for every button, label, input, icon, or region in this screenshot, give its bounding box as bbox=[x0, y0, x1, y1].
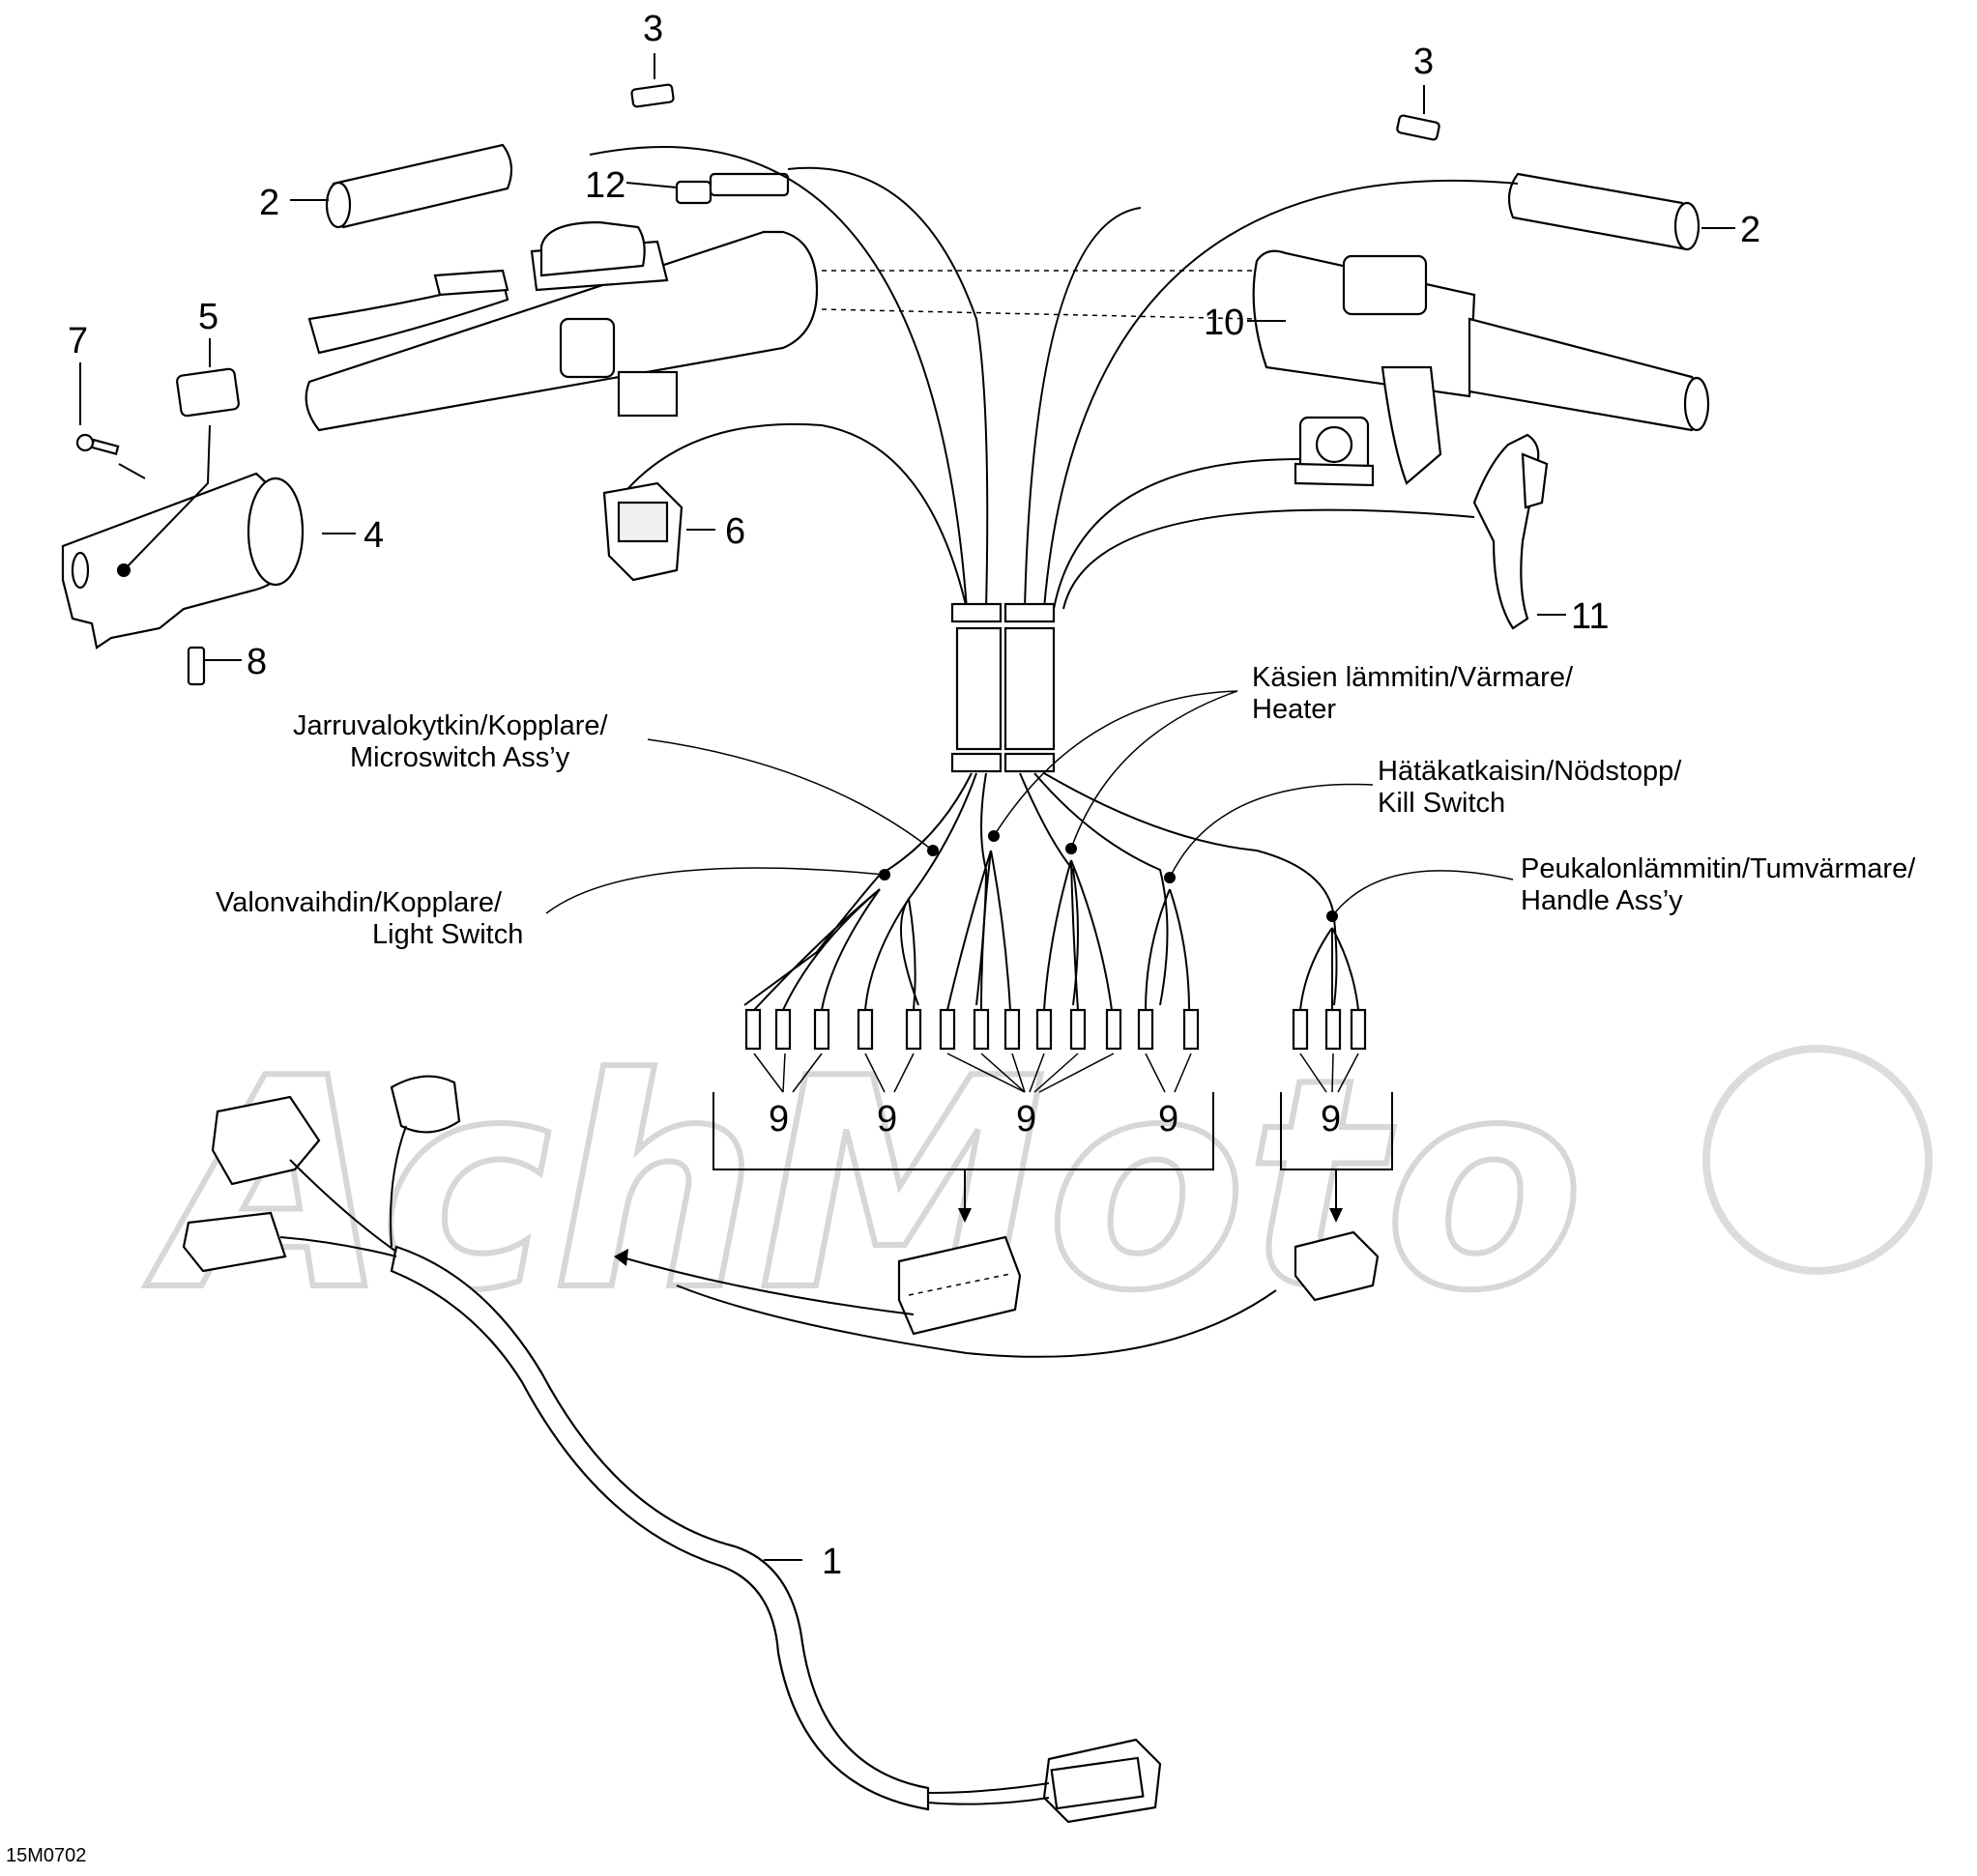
callout-9-a: 9 bbox=[769, 1099, 789, 1140]
image-code: 15M0702 bbox=[6, 1845, 86, 1866]
label-leaders bbox=[545, 690, 1514, 917]
main-harness-part-1 bbox=[182, 1075, 1162, 1824]
thumb-heater-label-line1: Peukalonlämmitin/Tumvärmare/ bbox=[1521, 853, 1916, 884]
left-pin-part bbox=[630, 83, 675, 108]
breakout-wires bbox=[743, 772, 1359, 1011]
heater-label-line1: Käsien lämmitin/Värmare/ bbox=[1252, 662, 1574, 693]
microswitch-label-line1: Jarruvalokytkin/Kopplare/ bbox=[293, 710, 609, 741]
callout-6: 6 bbox=[725, 511, 745, 552]
connector-part-6 bbox=[602, 422, 968, 610]
kill-switch-label-line2: Kill Switch bbox=[1378, 788, 1505, 819]
label-part-5 bbox=[176, 367, 240, 418]
heater-label-line2: Heater bbox=[1252, 694, 1336, 725]
callout-3-left: 3 bbox=[643, 9, 663, 49]
callout-9-c: 9 bbox=[1016, 1099, 1036, 1140]
left-handlebar-part bbox=[305, 220, 1258, 432]
text-labels: Jarruvalokytkin/Kopplare/ Microswitch As… bbox=[216, 662, 1916, 950]
callout-9-d: 9 bbox=[1158, 1099, 1178, 1140]
light-switch-label-line1: Valonvaihdin/Kopplare/ bbox=[216, 887, 503, 918]
callout-2-right: 2 bbox=[1740, 210, 1760, 250]
callout-4: 4 bbox=[363, 515, 384, 556]
callout-1: 1 bbox=[822, 1542, 842, 1582]
kill-switch-label-line1: Hätäkatkaisin/Nödstopp/ bbox=[1378, 756, 1682, 787]
switch-part-10 bbox=[1294, 416, 1375, 487]
thumb-heater-label-line2: Handle Ass’y bbox=[1521, 885, 1683, 916]
housing-part-4 bbox=[61, 472, 305, 649]
setscrew-part-8 bbox=[187, 646, 206, 686]
callout-3-right: 3 bbox=[1413, 42, 1434, 82]
callout-9-e: 9 bbox=[1321, 1099, 1341, 1140]
microswitch-label-line2: Microswitch Ass’y bbox=[350, 742, 570, 773]
right-grip-part bbox=[1507, 172, 1701, 251]
terminals bbox=[744, 1008, 1367, 1051]
sensor-part bbox=[675, 166, 989, 610]
light-switch-label-line2: Light Switch bbox=[372, 919, 523, 950]
callout-7: 7 bbox=[68, 321, 88, 361]
lower-connectors bbox=[614, 1230, 1380, 1358]
watermark: AchMoto bbox=[139, 1014, 1933, 1357]
left-grip-part bbox=[325, 143, 513, 229]
callout-9-b: 9 bbox=[877, 1099, 897, 1140]
right-pin-part bbox=[1396, 114, 1440, 141]
watermark-text: AchMoto bbox=[142, 1017, 1585, 1354]
callout-10: 10 bbox=[1204, 303, 1244, 343]
lever-part-11 bbox=[1472, 433, 1549, 630]
callout-leaders bbox=[79, 53, 1735, 1561]
bracket-lines bbox=[712, 1092, 1393, 1223]
callouts: 3 3 2 2 12 5 7 4 6 8 10 11 1 9 9 9 9 9 bbox=[68, 9, 1760, 1582]
callout-11: 11 bbox=[1571, 596, 1609, 637]
right-handlebar-part bbox=[1252, 249, 1710, 485]
callout-8: 8 bbox=[247, 642, 267, 682]
callout-12: 12 bbox=[585, 165, 625, 206]
callout-5: 5 bbox=[198, 297, 218, 337]
harness-bundle bbox=[589, 146, 1519, 773]
screw-part-7 bbox=[75, 433, 120, 455]
nine-leaders bbox=[753, 1053, 1359, 1093]
watermark-wheel bbox=[1702, 1045, 1933, 1275]
callout-2-left: 2 bbox=[259, 183, 279, 223]
